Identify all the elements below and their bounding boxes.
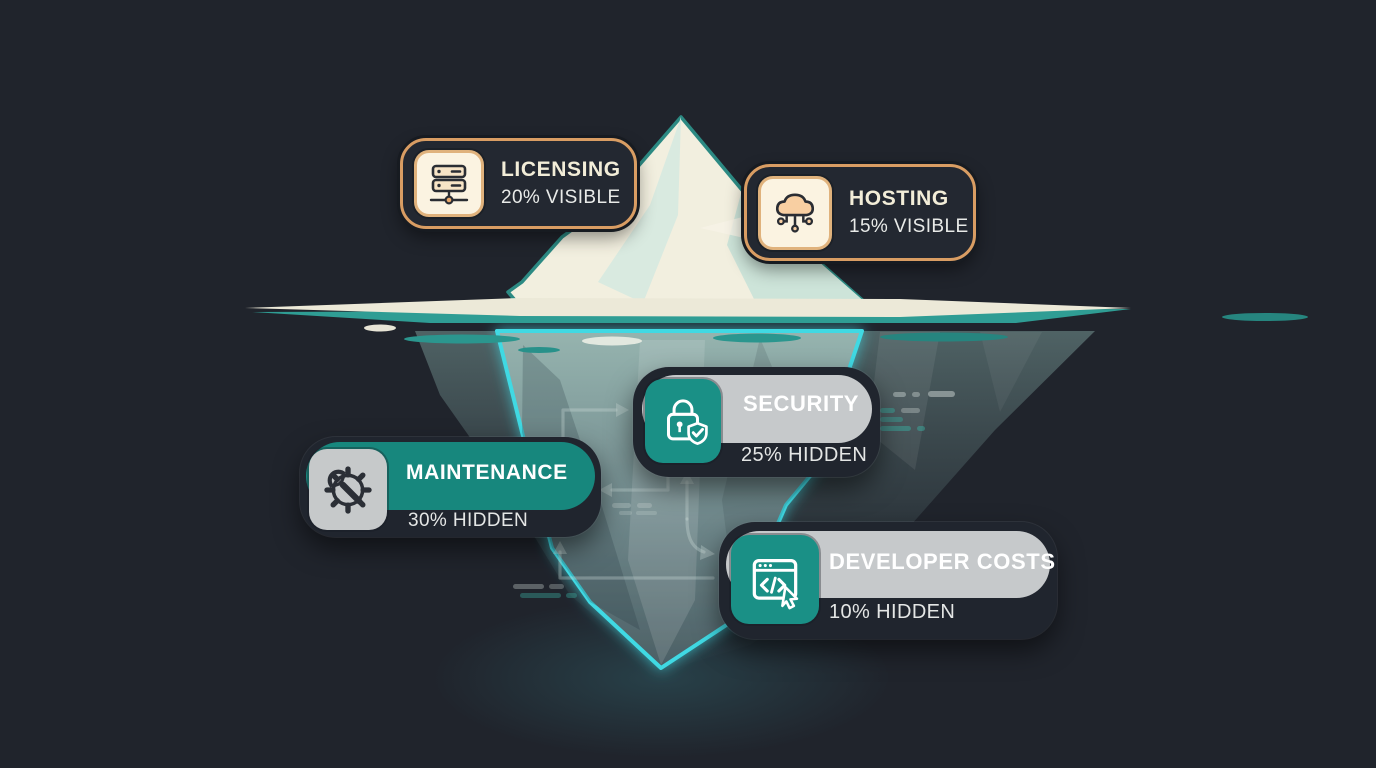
- ripple: [880, 332, 1008, 342]
- arrowhead: [700, 545, 715, 560]
- card-value: 20% VISIBLE: [501, 187, 621, 208]
- ripple: [404, 334, 520, 344]
- card-title: SECURITY: [743, 391, 860, 416]
- ripple: [713, 333, 801, 343]
- waterline-white-band: [245, 298, 1131, 317]
- cost-card-hosting: HOSTING 15% VISIBLE: [744, 164, 976, 261]
- cost-card-developer: DEVELOPER COSTS 10% HIDDEN: [719, 522, 1057, 639]
- code-window-cursor-icon: [731, 535, 819, 624]
- ripple: [518, 347, 560, 353]
- card-value: 25% HIDDEN: [741, 444, 868, 466]
- card-title: LICENSING: [501, 158, 621, 181]
- arrow-curve-to-developer: [685, 517, 706, 554]
- ripple: [1222, 313, 1308, 321]
- cost-card-licensing: LICENSING 20% VISIBLE: [400, 138, 637, 229]
- gear-wrench-icon: [309, 449, 387, 530]
- underwater-light-column-2: [980, 332, 1042, 412]
- waterline: [245, 298, 1131, 323]
- ripple: [364, 324, 396, 332]
- arrow-up-left: [558, 550, 715, 580]
- card-title: DEVELOPER COSTS: [829, 549, 1056, 574]
- arrowhead: [616, 403, 629, 417]
- card-value: 15% VISIBLE: [849, 216, 969, 237]
- card-value: 10% HIDDEN: [829, 601, 956, 623]
- arrowhead: [680, 471, 694, 484]
- flow-arrows: [553, 403, 715, 580]
- card-title: HOSTING: [849, 187, 949, 210]
- arrow-to-security: [561, 408, 618, 451]
- arrowhead: [553, 541, 567, 554]
- ripple: [582, 336, 642, 346]
- cloud-network-icon: [758, 175, 832, 250]
- underwater-light-column-1: [868, 332, 940, 470]
- arrowhead: [599, 483, 612, 497]
- cost-card-maintenance: MAINTENANCE 30% HIDDEN: [300, 437, 601, 537]
- server-rack-icon: [414, 150, 484, 217]
- lock-shield-icon: [645, 379, 721, 463]
- cost-card-security: SECURITY 25% HIDDEN: [633, 367, 880, 477]
- card-title: MAINTENANCE: [406, 461, 568, 484]
- iceberg-facet-mint: [598, 117, 681, 303]
- water-ripples: [364, 313, 1308, 353]
- code-dashes: [513, 391, 955, 598]
- card-value: 30% HIDDEN: [408, 510, 529, 531]
